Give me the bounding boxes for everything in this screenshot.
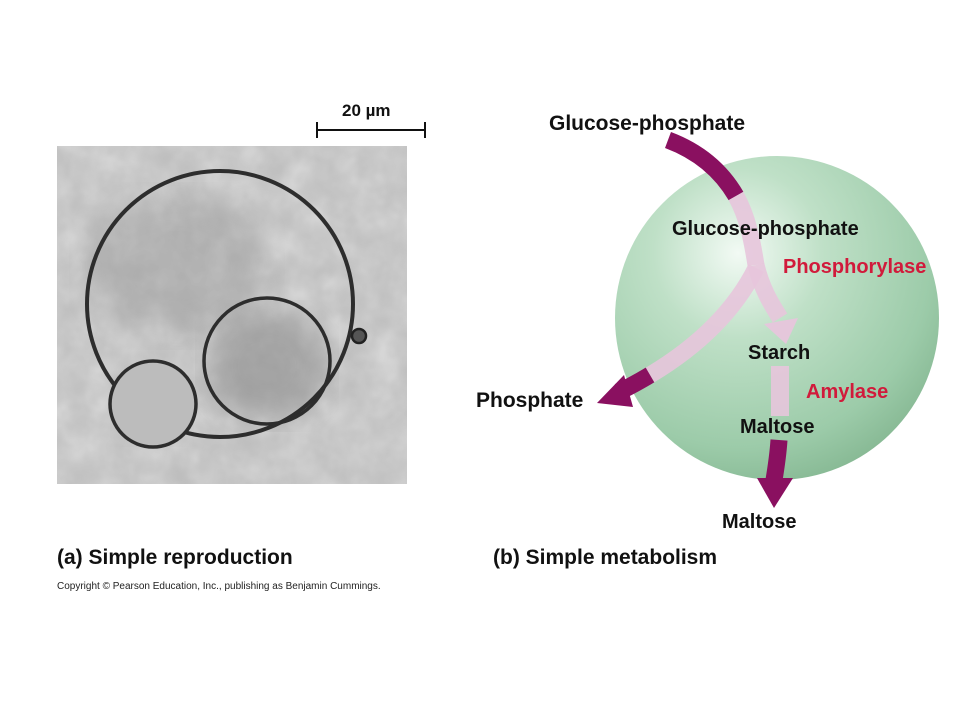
copyright-notice: Copyright © Pearson Education, Inc., pub… bbox=[57, 581, 381, 592]
glucose-phosphate-inflow-arrow bbox=[664, 132, 744, 201]
inner-vesicle bbox=[202, 296, 332, 426]
scale-bar-label: 20 µm bbox=[342, 101, 391, 120]
outer-glucose-phosphate-label: Glucose-phosphate bbox=[549, 112, 746, 135]
outer-maltose-label: Maltose bbox=[722, 511, 797, 533]
maltose-outflow-arrow bbox=[765, 439, 788, 482]
maltose-arrowhead bbox=[757, 478, 793, 508]
caption-simple-metabolism: (b) Simple metabolism bbox=[493, 546, 718, 569]
vesicle-micrograph bbox=[57, 146, 407, 484]
starch-to-maltose-path bbox=[771, 366, 789, 416]
scale-bar bbox=[316, 122, 426, 138]
large-vesicle bbox=[85, 169, 355, 439]
to-starch-arrowhead bbox=[764, 318, 798, 344]
caption-simple-reproduction: (a) Simple reproduction bbox=[57, 546, 293, 569]
phosphate-arrowhead bbox=[597, 375, 633, 407]
inner-glucose-phosphate-label: Glucose-phosphate bbox=[672, 218, 859, 240]
inner-maltose-label: Maltose bbox=[740, 416, 815, 438]
phosphorylase-label: Phosphorylase bbox=[783, 256, 927, 278]
amylase-label: Amylase bbox=[806, 381, 889, 403]
tiny-vesicle bbox=[350, 327, 368, 345]
glucose-phosphate-inner-path bbox=[728, 191, 765, 267]
phosphate-label: Phosphate bbox=[476, 389, 584, 412]
phosphate-inner-path bbox=[645, 264, 764, 383]
budding-vesicle bbox=[108, 359, 198, 449]
starch-label: Starch bbox=[748, 342, 811, 364]
